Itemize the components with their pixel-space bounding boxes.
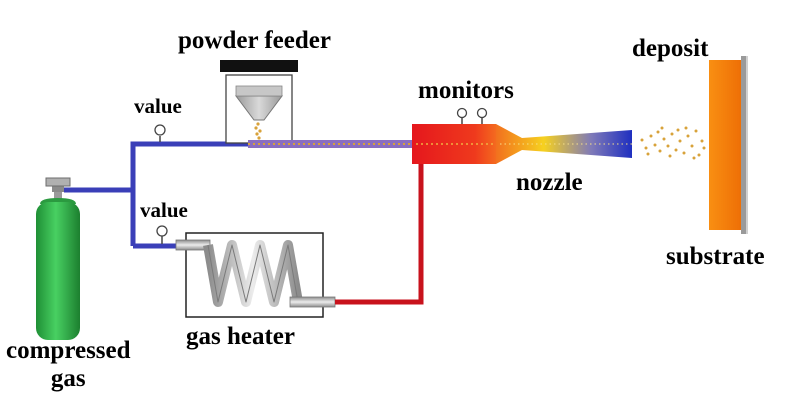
- gauge-icon: [476, 107, 488, 124]
- nozzle-label: nozzle: [516, 169, 583, 196]
- deposit-label: deposit: [632, 35, 709, 62]
- compressed-gas-label-line2: gas: [50, 365, 86, 392]
- value-label-bottom: value: [140, 198, 188, 222]
- powder-feeder: [220, 60, 298, 144]
- gauge-icon: [154, 124, 166, 142]
- gas-heater-label: gas heater: [186, 323, 295, 350]
- hot-gas-pipe: [335, 163, 424, 305]
- pre-chamber: [412, 124, 496, 164]
- gauge-icon: [156, 225, 168, 244]
- powder-feed-line: [248, 140, 414, 148]
- monitors-label: monitors: [418, 77, 514, 104]
- value-label-top: value: [134, 94, 182, 118]
- compressed-gas-label-line1: compressed: [6, 337, 131, 364]
- compressed-gas-label: compressed gas: [6, 337, 131, 393]
- substrate: [709, 56, 748, 234]
- cold-gas-pipe: [64, 141, 248, 249]
- compressed-gas-cylinder: [36, 177, 80, 340]
- substrate-label: substrate: [666, 243, 765, 270]
- gas-heater: [175, 232, 336, 318]
- particle-spray: [640, 126, 706, 160]
- powder-feeder-label: powder feeder: [178, 27, 331, 54]
- nozzle: [496, 124, 632, 164]
- gauge-icon: [456, 107, 468, 124]
